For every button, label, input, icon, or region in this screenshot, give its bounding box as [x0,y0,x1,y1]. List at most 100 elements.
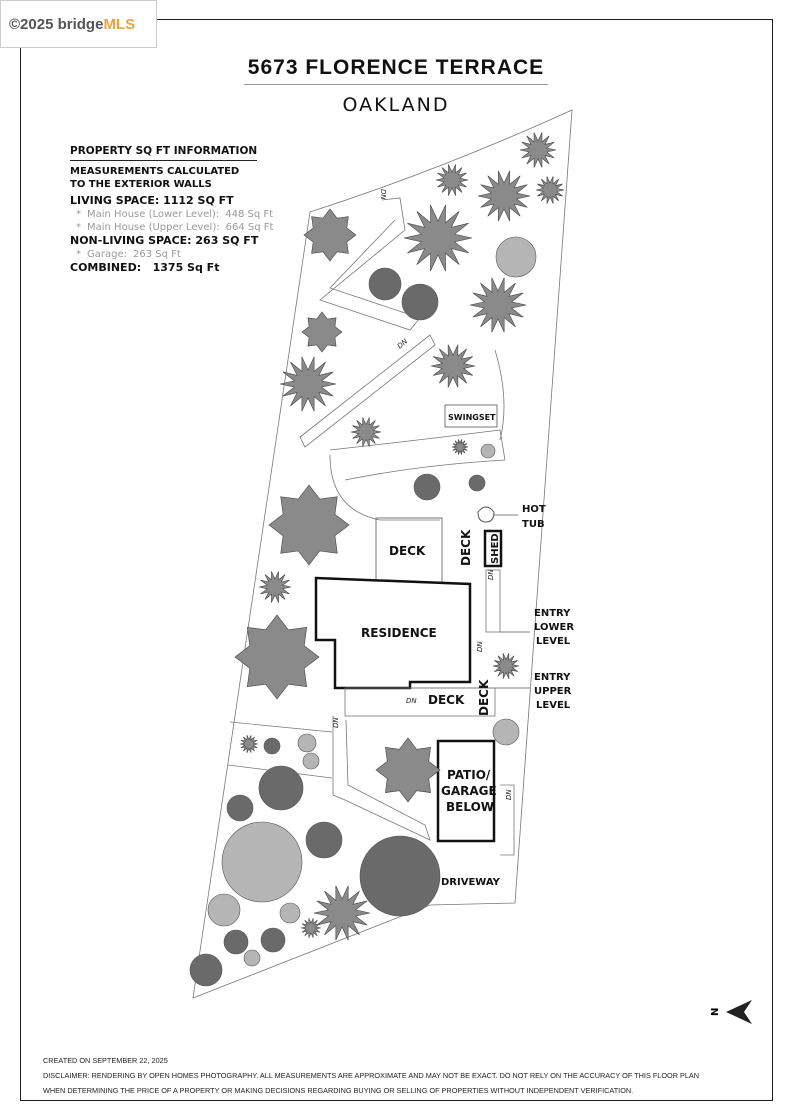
patio-garage [436,739,496,843]
patio-label: GARAGE [441,784,497,798]
palm-tree-icon [268,484,350,566]
north-arrow-icon [726,1000,752,1024]
page-frame [20,19,773,1101]
spiky-tree-icon [435,164,469,196]
round-shrub-icon [258,765,304,811]
living-item: *Main House (Upper Level):664 Sq Ft [76,221,274,233]
item-label: Garage: [87,249,127,261]
residence-label: RESIDENCE [361,626,437,640]
dn-label: DN [396,337,410,350]
spiky-tree-icon [477,170,531,222]
entry-upper-label: LEVEL [536,700,571,711]
entry-stairs [485,569,501,633]
hot-tub [477,506,495,523]
round-shrub-icon [226,794,254,822]
entry-lower-label: LOWER [534,622,574,633]
round-shrub-icon [305,821,343,859]
combined-value: 1375 Sq Ft [152,261,220,275]
flower-shrub-icon [207,893,241,927]
shed-label: SHED [490,533,501,564]
title-block: 5673 FLORENCE TERRACE [146,56,646,85]
entry-lower-label: ENTRY [534,608,571,619]
dn-label: DN [406,697,417,705]
non-living-space: NON-LIVING SPACE: 263 SQ FT [70,233,259,247]
spiky-tree-icon [313,885,371,941]
lot-boundary [192,109,573,999]
flower-shrub-icon [302,752,320,770]
hot-tub-label: HOT [522,504,546,515]
compass-n-label: N [710,1008,721,1016]
spiky-tree-icon [535,176,565,204]
combined-total: COMBINED: 1375 Sq Ft [70,261,273,275]
spiky-tree-icon [239,735,259,753]
flower-shrub-icon [480,443,496,459]
item-label: Main House (Upper Level): [87,221,220,233]
patio-label: PATIO/ [447,768,491,782]
palm-tree-icon [375,737,441,803]
non-living-item: *Garage:263 Sq Ft [76,249,181,261]
swingset-label: SWINGSET [448,413,496,422]
info-note-1: MEASUREMENTS CALCULATED [70,165,240,177]
flower-shrub-icon [495,236,537,278]
patio-label: BELOW [446,800,494,814]
deck-lower-vertical-label: DECK [477,679,491,716]
dn-label: DN [487,569,495,580]
spiky-tree-icon [403,204,473,272]
dn-label: DN [379,189,387,200]
palm-tree-icon [234,614,320,700]
entry-lower-label: LEVEL [536,636,571,647]
property-title: 5673 FLORENCE TERRACE [243,56,549,85]
spiky-tree-icon [350,417,382,447]
spiky-tree-icon [469,277,527,333]
combined-label: COMBINED: [70,261,142,275]
hot-tub-label: TUB [522,519,545,530]
dn-label: DN [476,641,484,652]
spiky-tree-icon [300,918,322,938]
terrace-line [229,721,333,733]
logo-brand: MLS [103,15,136,33]
flower-shrub-icon [221,821,303,903]
palm-tree-icon [301,311,343,353]
spiky-tree-icon [430,344,476,388]
spiky-tree-icon [279,356,337,412]
disclaimer-line-1: DISCLAIMER: RENDERING BY OPEN HOMES PHOT… [43,1071,700,1080]
living-item: *Main House (Lower Level):448 Sq Ft [76,208,274,220]
entry-upper-label: UPPER [534,686,572,697]
created-date: CREATED ON SEPTEMBER 22, 2025 [43,1056,168,1065]
item-value: 448 Sq Ft [225,208,274,220]
shed [483,529,503,568]
logo-copyright: ©2025 bridge [9,15,104,33]
lower-deck-area [344,687,496,717]
round-shrub-icon [189,953,223,987]
flower-shrub-icon [243,949,261,967]
swingset [444,404,498,428]
round-shrub-icon [263,737,281,755]
garden-stairs [299,197,506,521]
flower-shrub-icon [297,733,317,753]
deck-label: DECK [389,544,426,558]
spiky-tree-icon [451,439,469,455]
deck-lower-label: DECK [428,693,465,707]
trees [189,132,565,987]
round-shrub-icon [260,927,286,953]
disclaimer-line-2: WHEN DETERMINING THE PRICE OF A PROPERTY… [43,1086,634,1095]
item-value: 263 Sq Ft [133,249,181,261]
entry-upper-label: ENTRY [534,672,571,683]
round-shrub-icon [368,267,402,301]
spiky-tree-icon [258,571,292,603]
info-note-2: TO THE EXTERIOR WALLS [70,178,212,190]
deck-vertical-label: DECK [459,529,473,566]
lower-stairs [332,716,515,856]
flower-shrub-icon [492,718,520,746]
sqft-info-panel: PROPERTY SQ FT INFORMATION MEASUREMENTS … [70,145,273,276]
round-shrub-icon [401,283,439,321]
spiky-tree-icon [492,653,520,679]
info-heading: PROPERTY SQ FT INFORMATION [70,145,258,161]
dn-label: DN [505,789,513,800]
round-shrub-icon [468,474,486,492]
driveway-label: DRIVEWAY [441,877,501,888]
flower-shrub-icon [279,902,301,924]
palm-tree-icon [303,208,357,262]
